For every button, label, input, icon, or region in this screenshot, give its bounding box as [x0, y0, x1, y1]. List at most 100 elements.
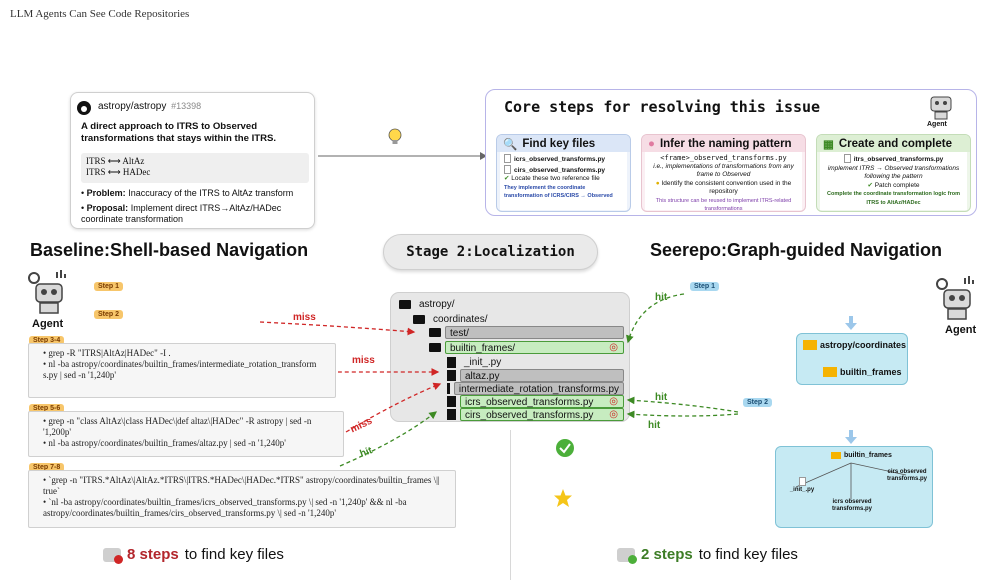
folder-icon [831, 452, 841, 459]
target-icon: ◎ [609, 342, 618, 353]
find-file: icrs_observed_transforms.py [504, 154, 623, 165]
step-tag: Step 7-8 [29, 463, 65, 472]
robot-agent-icon [936, 276, 974, 320]
baseline-summary-text: to find key files [184, 546, 284, 563]
create-body: itrs_observed_transforms.py implement IT… [820, 152, 967, 210]
step-command: • nl -ba astropy/coordinates/builtin_fra… [43, 438, 286, 448]
seerepo-agent-label: Agent [945, 324, 977, 336]
query2-result-panel: builtin_frames _init_.py icrs observed t… [775, 446, 933, 528]
issue-repo-name: astropy/astropy [98, 101, 167, 112]
issue-proposal: • Proposal: Implement direct ITRS→AltAz/… [81, 203, 282, 224]
file-icon [447, 409, 456, 420]
seerepo-summary-text: to find key files [698, 546, 798, 563]
tree-node-root: astropy/ [399, 298, 459, 311]
code-icon: ▦ [823, 138, 834, 151]
problem-label: Problem: [86, 188, 126, 198]
find-file-name: cirs_observed_transforms.py [514, 166, 606, 174]
repo-tree-panel: astropy/ coordinates/ test/ builtin_fram… [390, 292, 630, 422]
core-steps-panel: Core steps for resolving this issue Agen… [485, 89, 977, 216]
step-tag: Step 1 [690, 282, 720, 291]
lightbulb-icon: ● [655, 179, 660, 187]
issue-repo: astropy/astropy #13398 [98, 101, 201, 112]
seerepo-step-count: 2 steps [641, 546, 693, 563]
infer-pattern-header: ● Infer the naming pattern [642, 135, 805, 152]
tree-node-file: cirs_observed_transforms.py◎ [447, 408, 624, 421]
search-icon: 🔍 [503, 138, 518, 151]
issue-line: ITRS ⟷ HADec [86, 167, 151, 177]
create-complete-column: ▦Create and complete itrs_observed_trans… [816, 134, 971, 212]
folder-label: builtin_frames [840, 367, 902, 377]
file-icon [447, 383, 450, 394]
baseline-summary: 8 steps to find key files [103, 546, 284, 564]
baseline-step-count: 8 steps [127, 546, 179, 563]
step-command: • grep -R "ITRS|AltAz|HADec" -I . [43, 348, 171, 358]
folder-node: builtin_frames [831, 452, 892, 459]
infer-pattern-desc: i.e., implementations of transformations… [653, 162, 794, 179]
issue-title: A direct approach to ITRS to Observed tr… [81, 121, 277, 144]
file-node: cirs observed transforms.py [884, 469, 930, 483]
stack-warning-icon [103, 547, 123, 564]
stage-pill: Stage 2:Localization [383, 234, 598, 270]
down-arrow-icon [845, 316, 857, 330]
tree-label: builtin_frames/ [445, 341, 624, 354]
file-icon [504, 154, 511, 163]
infer-heading: Infer the naming pattern [659, 137, 792, 150]
tree-label: astropy/ [419, 299, 455, 310]
step-command: • grep -n "class AltAz\|class HADec\|def… [43, 416, 312, 437]
proposal-label: Proposal: [86, 203, 129, 213]
tree-node-file: icrs_observed_transforms.py◎ [447, 395, 624, 408]
find-note: ✔ Locate these two reference file [504, 175, 623, 184]
step-command-box: • `grep -n "ITRS.*AltAz\|AltAz.*ITRS\|IT… [28, 470, 456, 528]
tree-node-coordinates: coordinates/ [413, 313, 491, 326]
check-circle-icon [556, 439, 574, 457]
infer-pattern-column: ● Infer the naming pattern <frame>_observ… [641, 134, 806, 212]
file-icon [447, 396, 456, 407]
create-note: ✔ Patch complete [824, 182, 963, 191]
divider [510, 430, 511, 580]
query1-result-panel: astropy/coordinates builtin_frames [796, 333, 908, 385]
issue-to-core-arrow [318, 152, 487, 160]
miss-label: miss [352, 355, 375, 366]
folder-label: builtin_frames [844, 452, 892, 459]
file-icon [447, 370, 456, 381]
file-node: icrs observed transforms.py [831, 499, 873, 513]
robot-agent-icon [28, 270, 66, 314]
tree-node-test: test/ [429, 326, 624, 339]
step-command: • `nl -ba astropy/coordinates/builtin_fr… [43, 497, 407, 518]
step-command-text: grep -n "class AltAz\|class HADec\|def a… [43, 416, 312, 437]
step-tag: Step 2 [743, 398, 773, 407]
tree-label: icrs_observed_transforms.py [460, 395, 624, 408]
baseline-heading: Baseline:Shell-based Navigation [30, 240, 309, 260]
tree-label: _init_.py [464, 357, 502, 368]
step-tag: Step 1 [94, 282, 124, 291]
infer-footnote: This structure can be reused to implemen… [655, 197, 792, 213]
issue-number: #13398 [171, 101, 202, 111]
create-complete-header: ▦Create and complete [817, 135, 970, 152]
lightbulb-icon [388, 128, 402, 144]
miss-label: miss [293, 312, 316, 323]
infer-note: ● Identify the consistent convention use… [649, 180, 798, 197]
infer-pattern: <frame>_observed_transforms.py [660, 154, 787, 162]
file-label: icrs observed transforms.py [831, 499, 872, 512]
seerepo-heading: Seerepo:Graph-guided Navigation [650, 240, 943, 260]
github-icon [77, 101, 91, 115]
create-footnote: Complete the coordinate transformation l… [827, 191, 960, 206]
tree-label: altaz.py [460, 369, 624, 382]
baseline-agent-label: Agent [32, 318, 64, 330]
find-heading: Find key files [522, 137, 596, 150]
find-key-files-column: 🔍 Find key files icrs_observed_transforms… [496, 134, 631, 212]
issue-card: astropy/astropy #13398 A direct approach… [70, 92, 315, 229]
hit-label: hit [648, 420, 661, 431]
find-footnote: They implement the coordinate transforma… [504, 184, 613, 200]
brain-icon: ● [648, 137, 655, 150]
core-agent-label: Agent [927, 121, 947, 128]
patch-icon: ✔ [867, 181, 873, 189]
infer-note-text: Identify the consistent convention used … [661, 179, 792, 196]
file-node: _init_.py [782, 477, 822, 493]
find-note-text: Locate these two reference file [511, 175, 600, 182]
folder-icon [803, 340, 817, 350]
down-arrow-icon [845, 430, 857, 444]
step-command-box: • grep -R "ITRS|AltAz|HADec" -I . • nl -… [28, 343, 336, 398]
file-icon [843, 154, 851, 163]
